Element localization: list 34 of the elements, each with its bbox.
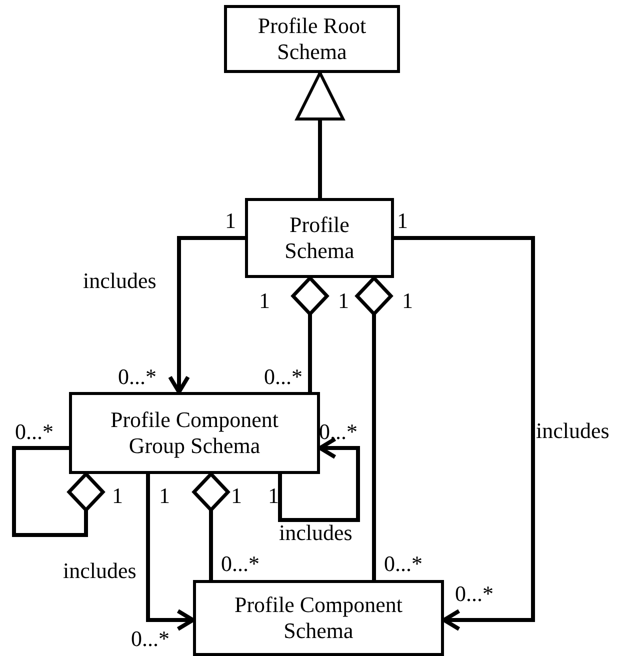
multiplicity-label: 0...*	[384, 553, 422, 575]
multiplicity-label: 0...*	[131, 628, 170, 650]
class-name: Profile Component Group Schema	[109, 406, 280, 460]
multiplicity-label: 1	[397, 210, 408, 232]
aggregation-connector	[291, 276, 329, 392]
multiplicity-label: 0...*	[319, 421, 358, 443]
multiplicity-label: 1	[268, 485, 279, 507]
class-box	[193, 580, 444, 656]
multiplicity-label: 1	[159, 485, 170, 507]
generalization-arrow	[296, 72, 344, 198]
class-name: Profile Root Schema	[256, 12, 368, 66]
multiplicity-label: 0...*	[264, 366, 302, 388]
class-name: Profile Component Schema	[233, 592, 404, 644]
arrow	[168, 236, 245, 394]
class-name: Profile Schema	[284, 212, 356, 264]
multiplicity-label: 0...*	[455, 583, 494, 605]
multiplicity-label: 0...*	[15, 421, 54, 443]
class-box	[69, 392, 320, 474]
multiplicity-label: 1	[402, 290, 413, 312]
multiplicity-label: 1	[338, 290, 349, 312]
arrow	[146, 474, 195, 631]
multiplicity-label: 0...*	[118, 366, 156, 388]
arrow	[394, 236, 535, 631]
multiplicity-label: 1	[225, 210, 236, 232]
class-box	[245, 198, 394, 278]
aggregation-connector	[12, 446, 105, 537]
multiplicity-label: 1	[231, 485, 242, 507]
multiplicity-label: 1	[259, 290, 270, 312]
aggregation-connector	[355, 276, 393, 580]
class-box	[224, 5, 400, 73]
arrow	[278, 437, 360, 522]
multiplicity-label: 0...*	[221, 553, 260, 575]
multiplicity-label: 1	[112, 485, 123, 507]
aggregation-connector	[192, 472, 230, 580]
